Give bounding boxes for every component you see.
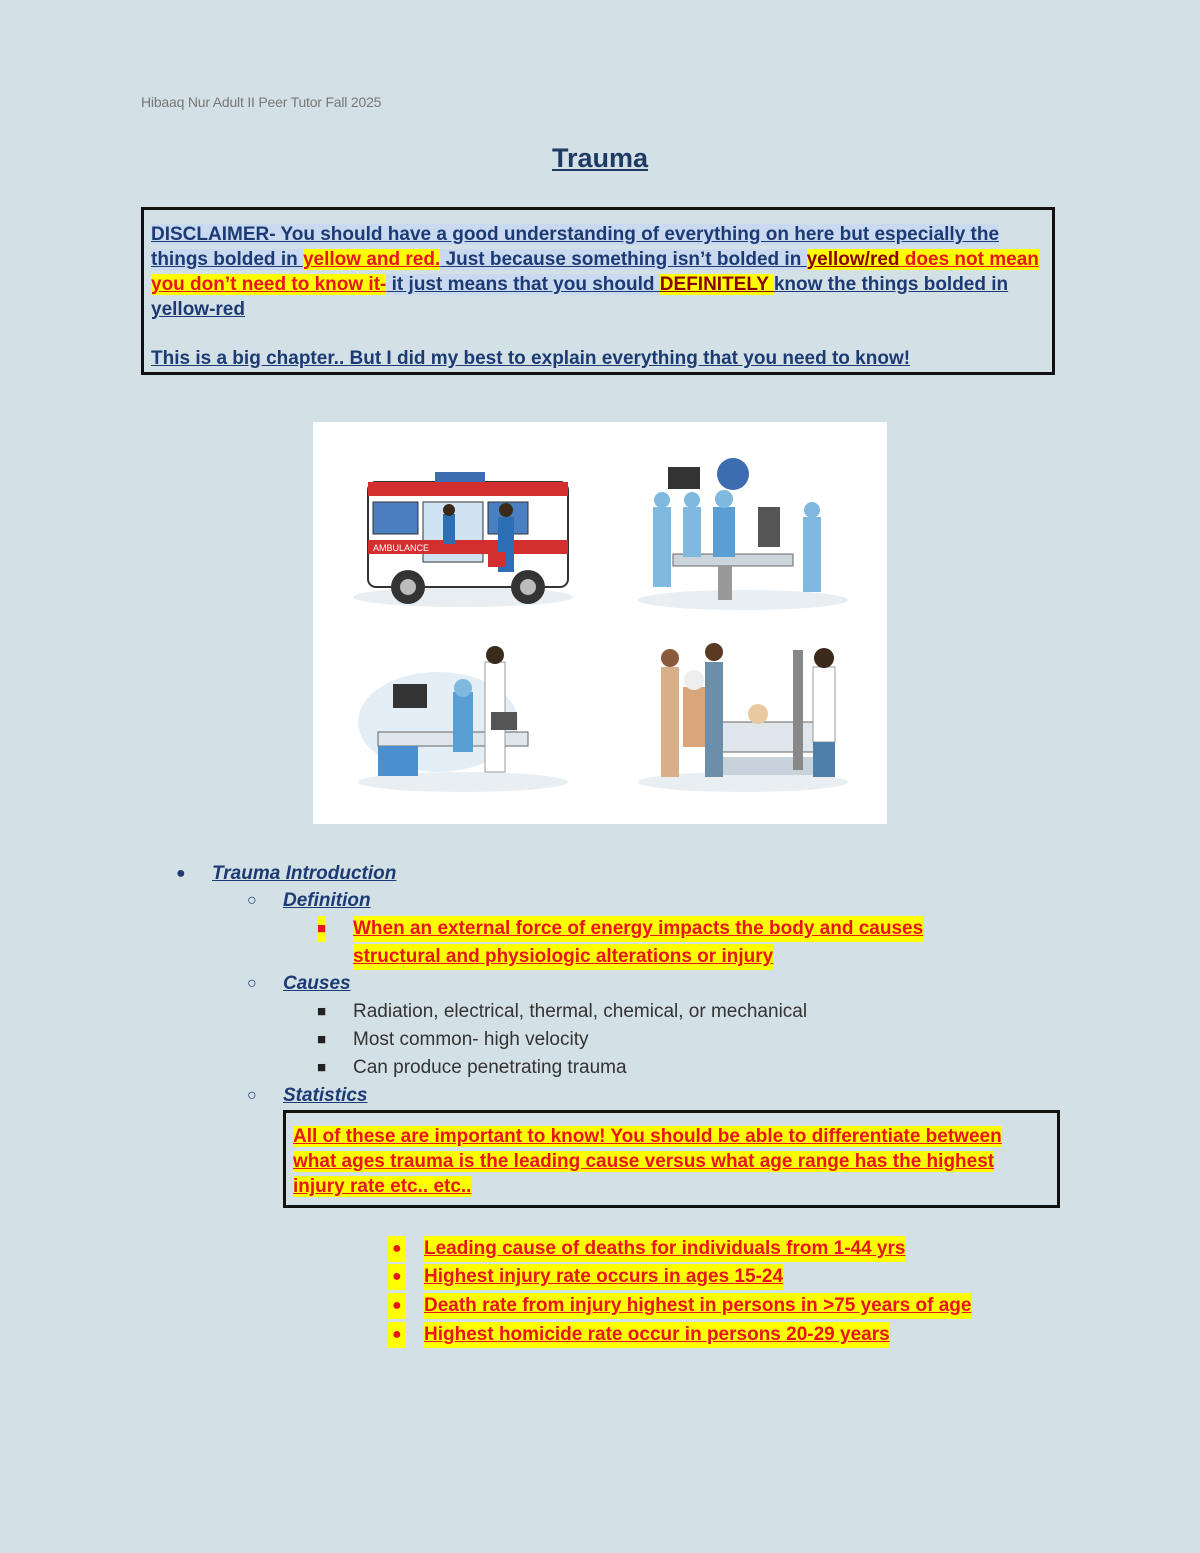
definition-heading: Definition — [283, 890, 371, 911]
sub-bullet-marker: ○ — [247, 1087, 257, 1104]
trauma-illustration-svg: AMBULANCE — [353, 458, 848, 792]
disclaimer-note: This is a big chapter.. But I did my bes… — [151, 348, 911, 369]
square-marker: ■ — [317, 1059, 327, 1076]
statistics-item-text: Highest homicide rate occur in persons 2… — [424, 1322, 890, 1348]
bullet-marker: ● — [176, 865, 186, 882]
bullet-marker: ● — [388, 1293, 406, 1319]
page-title: Trauma — [551, 143, 649, 173]
ambulance-illustration: AMBULANCE — [353, 472, 573, 607]
sub-bullet-marker: ○ — [247, 892, 257, 909]
disclaimer-text-g: DEFINITELY — [659, 274, 774, 295]
causes-item-text: Most common- high velocity — [353, 1029, 589, 1050]
disclaimer-text-b: yellow and red. — [302, 249, 441, 270]
causes-item-text: Can produce penetrating trauma — [353, 1057, 627, 1078]
header-note: Hibaaq Nur Adult II Peer Tutor Fall 2025 — [141, 94, 382, 110]
statistics-item-text: Death rate from injury highest in person… — [424, 1293, 972, 1319]
causes-item-text: Radiation, electrical, thermal, chemical… — [353, 1001, 808, 1022]
statistics-item-text: Highest injury rate occurs in ages 15-24 — [424, 1264, 784, 1290]
statistics-item-text: Leading cause of deaths for individuals … — [424, 1236, 906, 1262]
operating-room-illustration — [638, 458, 848, 610]
statistics-note: All of these are important to know! You … — [293, 1126, 1002, 1197]
causes-heading: Causes — [283, 973, 351, 994]
disclaimer-text-f: it just means that you should — [386, 274, 660, 295]
square-marker: ■ — [317, 1031, 327, 1048]
icu-illustration — [358, 646, 568, 792]
bullet-marker: ● — [388, 1236, 406, 1262]
statistics-heading: Statistics — [283, 1085, 368, 1106]
disclaimer-box: DISCLAIMER- You should have a good under… — [141, 207, 1055, 375]
sub-bullet-marker: ○ — [247, 975, 257, 992]
disclaimer-text-c: Just because something isn’t bolded in — [440, 249, 807, 270]
trauma-illustration: AMBULANCE — [313, 422, 887, 824]
definition-line-1: When an external force of energy impacts… — [353, 916, 924, 942]
square-marker: ■ — [317, 916, 327, 942]
bullet-marker: ● — [388, 1322, 406, 1348]
ambulance-label: AMBULANCE — [373, 543, 429, 553]
statistics-note-box: All of these are important to know! You … — [283, 1110, 1060, 1208]
patient-family-illustration — [638, 643, 848, 792]
bullet-marker: ● — [388, 1264, 406, 1290]
disclaimer-paragraph: DISCLAIMER- You should have a good under… — [151, 222, 1045, 322]
square-marker: ■ — [317, 1003, 327, 1020]
section-title: Trauma Introduction — [212, 863, 397, 884]
disclaimer-text-h: know the things bolded in yellow-red — [151, 274, 1009, 320]
disclaimer-text-d: yellow/red — [806, 249, 900, 270]
definition-line-2: structural and physiologic alterations o… — [353, 944, 774, 970]
